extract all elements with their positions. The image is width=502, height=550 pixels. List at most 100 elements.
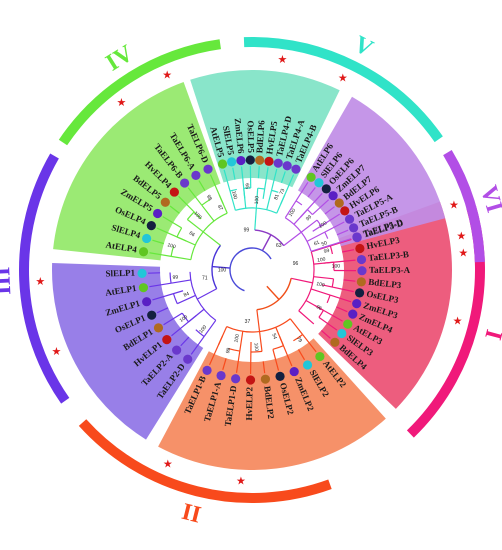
branch (152, 239, 165, 245)
bootstrap-value: 87 (216, 204, 224, 212)
bootstrap-value: 100 (179, 314, 189, 324)
ring-arc-IV (58, 39, 221, 146)
branch (203, 319, 217, 337)
leaf-label: BdELP2 (262, 385, 276, 419)
branch (262, 167, 269, 199)
branch (235, 350, 241, 373)
clade-label-III: III (0, 266, 16, 295)
species-dot (340, 206, 350, 216)
species-dot (306, 172, 316, 182)
branch (170, 279, 191, 284)
species-dot (236, 155, 246, 166)
species-dot (275, 371, 285, 381)
branch (202, 231, 221, 246)
branch (262, 361, 266, 374)
branch (149, 282, 172, 288)
bootstrap-values: 1009910010096795410099100100100849910066… (167, 183, 341, 354)
species-dot (162, 334, 172, 345)
root-bootstrap-value: 100 (218, 267, 227, 273)
star-icon: ★ (162, 69, 172, 82)
branch (156, 307, 169, 314)
branch (255, 188, 259, 209)
clade-label-V: V (350, 31, 378, 62)
branch (313, 261, 334, 265)
branch (162, 216, 182, 229)
species-dot (352, 232, 362, 242)
branch (258, 331, 263, 352)
species-dot (191, 170, 201, 180)
bootstrap-value: 61 (313, 240, 321, 248)
leaf-label: BdELP3 (368, 277, 402, 291)
branch (318, 316, 338, 331)
branch (218, 194, 228, 214)
branch (169, 272, 172, 284)
root-branch (256, 278, 292, 311)
star-icon: ★ (453, 315, 463, 328)
bootstrap-value: 66 (188, 230, 196, 238)
star-icon: ★ (117, 96, 127, 109)
branch (312, 213, 341, 232)
bootstrap-value: 99 (305, 214, 313, 222)
species-dot (328, 191, 338, 201)
species-dot (138, 247, 149, 257)
bootstrap-value: 100 (318, 220, 328, 230)
branch (310, 244, 331, 252)
species-dot (343, 319, 353, 329)
root-bootstrap-value: 63 (276, 243, 282, 249)
branch (257, 166, 260, 179)
species-dot (302, 360, 313, 370)
bootstrap-value: 65 (244, 183, 250, 189)
branch (190, 336, 205, 355)
branch (201, 204, 215, 222)
branch (239, 331, 244, 352)
species-dot (153, 208, 163, 219)
star-icon: ★ (163, 458, 173, 471)
bootstrap-value: 84 (183, 291, 191, 299)
species-dot (180, 178, 190, 188)
branch (295, 181, 309, 202)
clade-sector-IV (53, 82, 221, 261)
species-dot (137, 268, 147, 278)
branch (149, 252, 172, 257)
branch (284, 200, 297, 219)
root-branch (212, 265, 231, 269)
species-dot (217, 159, 228, 169)
species-dot (356, 254, 367, 265)
species-dot (289, 366, 299, 377)
clade-label-VI: VI (475, 183, 502, 216)
bootstrap-value: 100 (288, 208, 298, 218)
root-branch (266, 285, 280, 300)
branch (313, 276, 334, 280)
branch (187, 187, 203, 206)
species-dot (315, 351, 325, 362)
branch (302, 334, 317, 353)
branch (310, 288, 331, 296)
branch (217, 326, 228, 346)
leaf-label: TaELP3-A (369, 265, 411, 275)
star-icon: ★ (449, 198, 459, 211)
branch (306, 231, 326, 242)
clade-sector-VI (298, 96, 446, 247)
bootstrap-value: 98 (205, 194, 213, 202)
species-dot (337, 328, 347, 339)
branch (180, 336, 190, 347)
species-dot (344, 214, 355, 224)
clade-sector-V (190, 69, 340, 188)
species-dot (142, 297, 152, 307)
species-dot (348, 309, 358, 319)
branch (324, 221, 345, 233)
leaf-label: ZmELP6 (233, 118, 247, 155)
branch (326, 294, 331, 304)
branch (176, 227, 183, 238)
ring-arc-II (78, 419, 332, 503)
branch (293, 209, 308, 225)
species-dot (291, 164, 301, 174)
branch (272, 349, 280, 371)
branch (171, 255, 191, 261)
bootstrap-value: 100 (233, 333, 241, 343)
species-dot (260, 374, 271, 384)
branch (331, 278, 335, 288)
species-dot (349, 223, 359, 233)
branch (330, 238, 352, 247)
clade-sector-I (318, 201, 452, 409)
